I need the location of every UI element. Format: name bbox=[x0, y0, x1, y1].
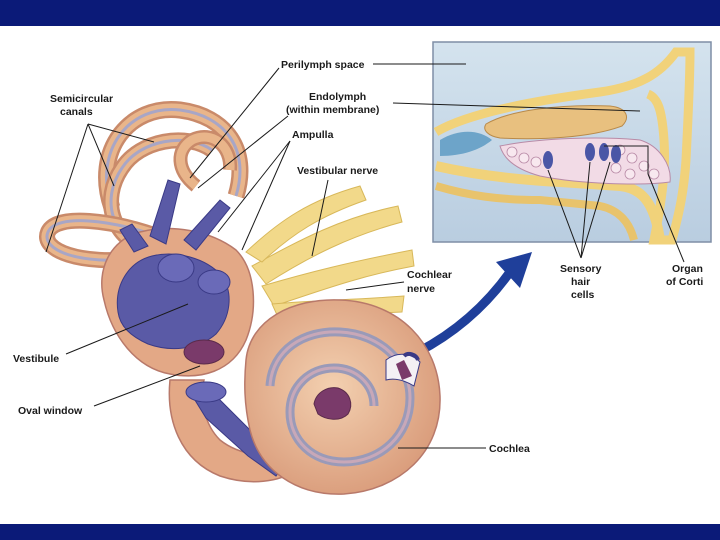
inset-lower-membrane bbox=[434, 182, 638, 242]
label-cochlear-1: Cochlear bbox=[407, 269, 452, 281]
label-oval-window: Oval window bbox=[18, 405, 83, 417]
sensory-leader-b bbox=[580, 161, 591, 259]
organ-leader bbox=[647, 173, 685, 263]
zoom-arrow bbox=[413, 252, 532, 357]
leader-lines bbox=[45, 63, 685, 449]
label-sensory-2: hair bbox=[571, 276, 590, 288]
sensory-leader-a bbox=[547, 169, 582, 259]
vestibular-nerve-leader bbox=[311, 179, 329, 257]
label-ampulla: Ampulla bbox=[292, 129, 334, 141]
label-perilymph-space: Perilymph space bbox=[281, 59, 365, 71]
perilymph-leader-left bbox=[189, 67, 280, 179]
inset-basilar-membrane bbox=[434, 161, 665, 241]
cochlea-spiral bbox=[244, 299, 441, 495]
endolymph-leader-left bbox=[197, 115, 289, 189]
sensory-leader-c bbox=[580, 161, 611, 259]
vestibule-body bbox=[101, 179, 255, 377]
labels: Perilymph space Endolymph (within membra… bbox=[13, 59, 703, 455]
vestibule-leader bbox=[65, 303, 189, 355]
inset-cell-dots bbox=[506, 144, 660, 180]
label-endolymph-2: (within membrane) bbox=[286, 104, 379, 116]
oval-window-leader bbox=[93, 365, 201, 407]
label-endolymph-1: Endolymph bbox=[309, 91, 366, 103]
label-organ-2: of Corti bbox=[666, 276, 703, 288]
header-bar bbox=[0, 0, 720, 26]
label-sensory-3: cells bbox=[571, 289, 595, 301]
inset-yellow-membrane bbox=[433, 47, 695, 245]
label-cochlear-2: nerve bbox=[407, 283, 435, 295]
semicircular-leader-c bbox=[87, 123, 155, 143]
label-cochlea: Cochlea bbox=[489, 443, 530, 455]
label-sensory-1: Sensory bbox=[560, 263, 602, 275]
endolymph-leader-right bbox=[392, 102, 641, 112]
label-semicircular-2: canals bbox=[60, 106, 93, 118]
label-vestibule: Vestibule bbox=[13, 353, 59, 365]
ampulla-leader-a bbox=[217, 140, 291, 233]
semicircular-leader-a bbox=[45, 123, 89, 253]
inset-panel bbox=[432, 41, 712, 245]
cochlear-nerve-leader bbox=[345, 281, 405, 291]
label-organ-1: Organ bbox=[672, 263, 703, 275]
inset-stria-vascularis bbox=[440, 131, 492, 156]
semicircular-leader-b bbox=[87, 123, 115, 187]
label-semicircular-1: Semicircular bbox=[50, 93, 113, 105]
inset-hair-cells bbox=[543, 143, 621, 169]
ampulla-leader-b bbox=[241, 140, 291, 251]
label-vestibular-nerve: Vestibular nerve bbox=[297, 165, 378, 177]
footer-bar bbox=[0, 524, 720, 540]
